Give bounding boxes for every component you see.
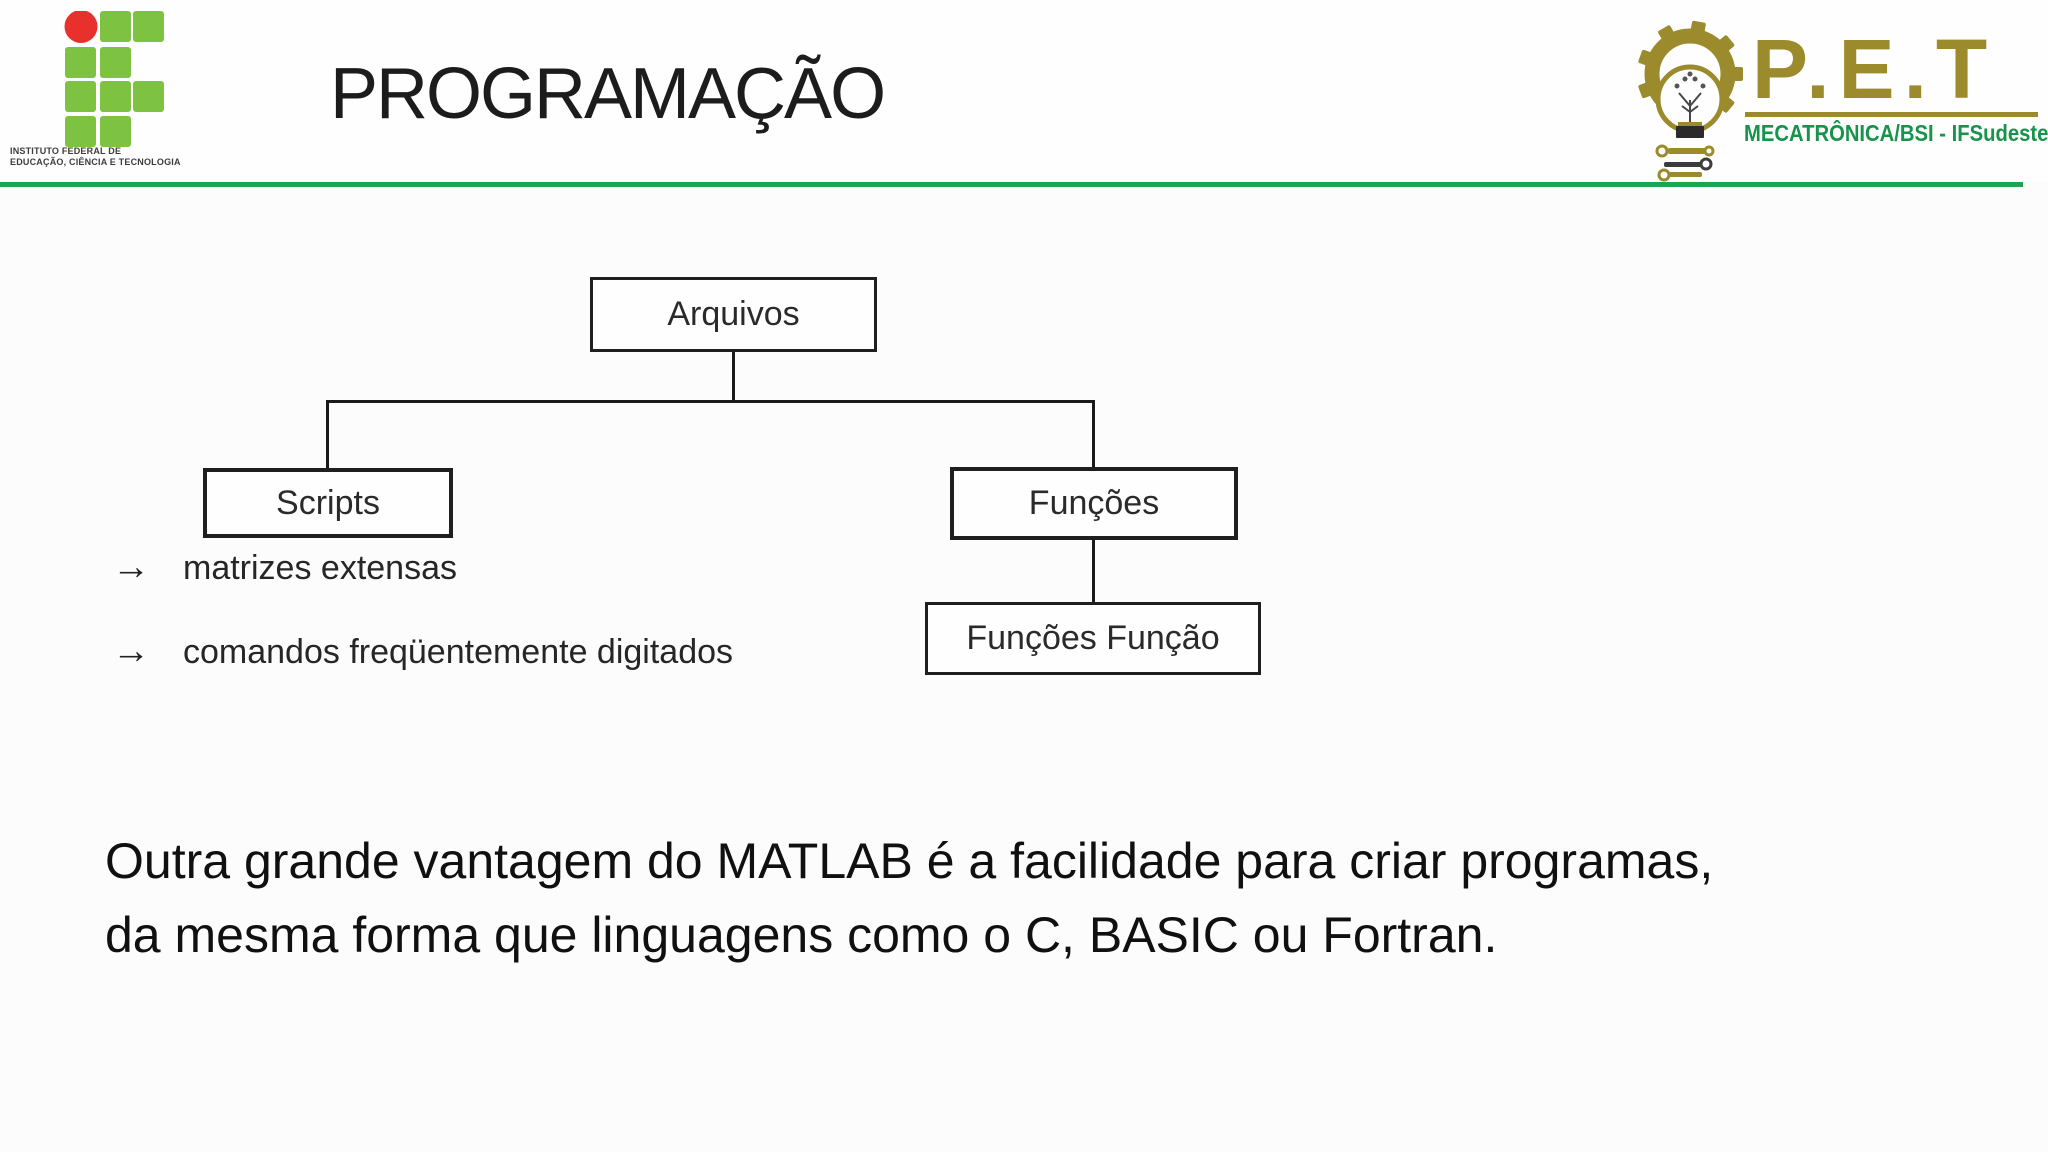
bullet-item: → comandos freqüentemente digitados [112, 630, 733, 673]
pet-logo-underline [1745, 112, 2038, 117]
page-title: PROGRAMAÇÃO [330, 54, 886, 134]
bullet-text: matrizes extensas [183, 549, 457, 587]
paragraph-line1: Outra grande vantagem do MATLAB é a faci… [105, 833, 1714, 889]
node-label: Funções [1028, 484, 1160, 522]
connector-right-drop [1092, 400, 1095, 467]
arrow-right-icon: → [112, 630, 150, 672]
node-label: Scripts [276, 483, 380, 522]
if-caption-line1: INSTITUTO FEDERAL DE [10, 146, 122, 156]
instituto-federal-logo-icon [64, 11, 164, 147]
node-label: Arquivos [667, 295, 800, 333]
diagram-node-funcoes-funcao: Funções Função [925, 602, 1261, 675]
diagram-node-arquivos: Arquivos [590, 277, 877, 352]
bullet-text: comandos freqüentemente digitados [183, 633, 734, 671]
connector-root-stub [732, 352, 735, 402]
pet-gear-bulb-icon [1638, 20, 1743, 182]
bullet-item: → matrizes extensas [112, 546, 457, 589]
pet-logo-title: P.E.T [1752, 22, 1997, 116]
instituto-federal-caption: INSTITUTO FEDERAL DE EDUCAÇÃO, CIÊNCIA E… [10, 146, 181, 168]
if-caption-line2: EDUCAÇÃO, CIÊNCIA E TECNOLOGIA [10, 157, 181, 167]
header-divider-line [0, 182, 2023, 187]
connector-funcoes-drop [1092, 540, 1095, 602]
pet-logo-subtitle: MECATRÔNICA/BSI - IFSudesteMG [1744, 120, 2048, 146]
diagram-node-scripts: Scripts [203, 468, 453, 538]
body-paragraph: Outra grande vantagem do MATLAB é a faci… [105, 824, 1905, 972]
node-label: Funções Função [966, 619, 1220, 657]
paragraph-line2: da mesma forma que linguagens como o C, … [105, 907, 1498, 963]
connector-left-drop [326, 400, 329, 468]
connector-horizontal [326, 400, 1095, 403]
arrow-right-icon: → [112, 546, 150, 588]
diagram-node-funcoes: Funções [950, 467, 1238, 540]
